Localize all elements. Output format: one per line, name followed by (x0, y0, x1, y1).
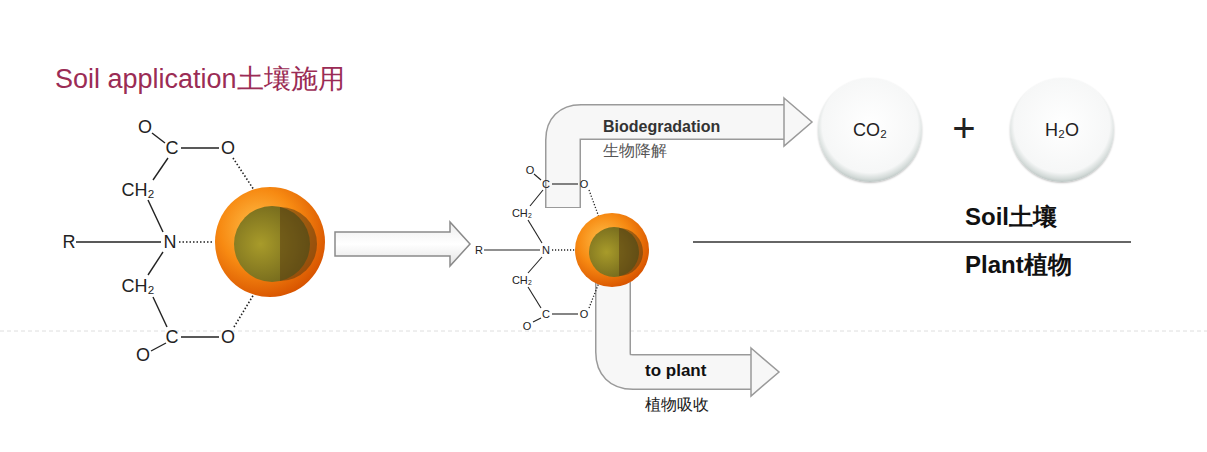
node-text: H₂O (1045, 120, 1079, 141)
soil-label: Soil土壤 (965, 203, 1057, 231)
group-label: CH₂ (122, 276, 155, 297)
chelate-bonds-small (484, 174, 578, 322)
fraction-line (693, 241, 1131, 243)
node-text: CO₂ (853, 120, 887, 141)
metal-sphere (215, 187, 325, 297)
diagram-title: Soil application土壤施用 (55, 64, 345, 95)
atom-label: R (475, 244, 483, 257)
product-circle: CO₂ (818, 78, 922, 182)
atom-label: N (164, 232, 177, 253)
atom-label: N (542, 244, 550, 257)
arrow-label: 植物吸收 (645, 396, 709, 414)
atom-label: O (221, 327, 235, 348)
arrow-label: 生物降解 (603, 142, 667, 160)
atom-label: C (542, 178, 550, 191)
process-arrow (335, 222, 470, 266)
atom-label: O (526, 164, 535, 177)
chelate-bonds (76, 133, 219, 351)
atom-label: O (136, 345, 150, 366)
uptake-arrow (613, 281, 779, 396)
atom-label: O (580, 308, 589, 321)
atom-label: O (138, 117, 152, 138)
metal-sphere-small (575, 213, 649, 287)
group-label: CH₂ (122, 180, 155, 201)
arrow-label: Biodegradation (603, 118, 720, 136)
atom-label: C (166, 138, 179, 159)
plant-label: Plant植物 (965, 251, 1072, 279)
arrow-label: to plant (645, 361, 706, 381)
atom-label: C (542, 308, 550, 321)
group-label: CH₂ (512, 274, 532, 287)
atom-label: O (580, 178, 589, 191)
group-label: CH₂ (512, 207, 532, 220)
biodegradation-arrow (563, 98, 812, 208)
atom-label: O (221, 138, 235, 159)
atom-label: R (63, 232, 76, 253)
atom-label: C (166, 327, 179, 348)
plus-sign: + (952, 105, 975, 151)
product-circle: H₂O (1010, 78, 1114, 182)
atom-label: O (523, 320, 532, 333)
